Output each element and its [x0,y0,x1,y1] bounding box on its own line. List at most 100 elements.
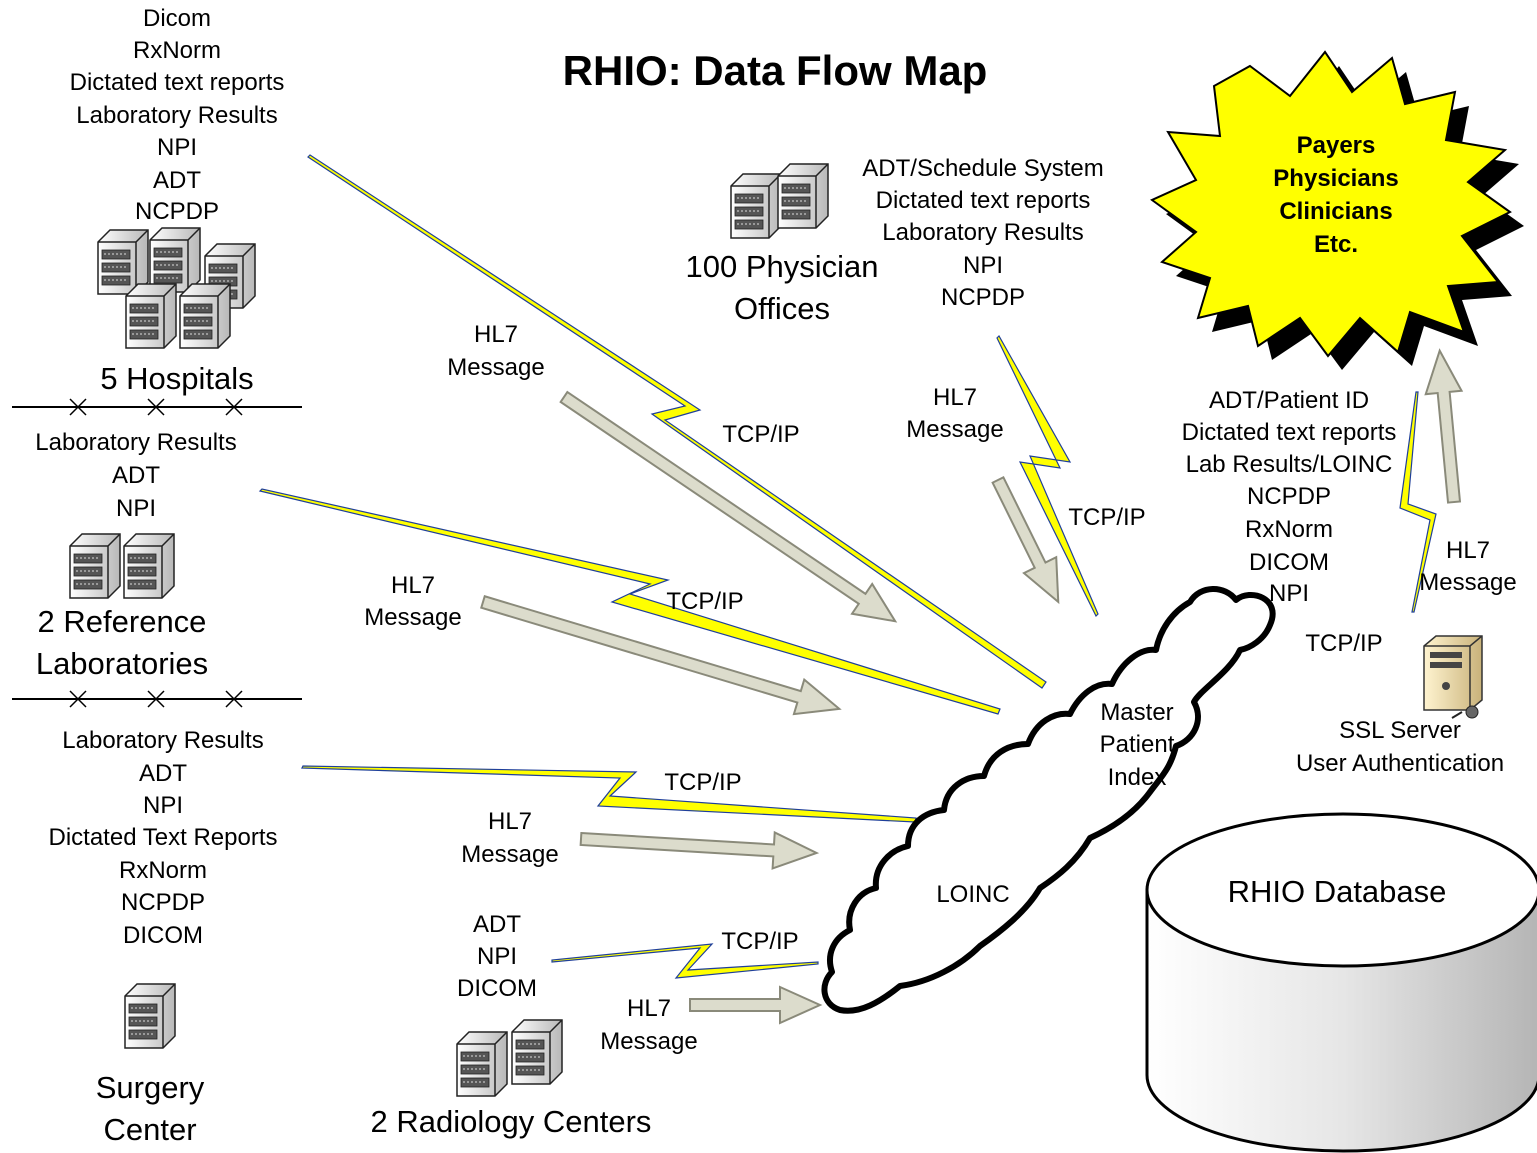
surgery-tcpip-link [301,765,917,823]
surgery-center-data-types: Laboratory Results ADT NPI Dictated Text… [49,727,278,949]
outbound-data-types: ADT/Patient ID Dictated text reports Lab… [1182,387,1397,607]
tcpip-links [258,154,1437,979]
radiology-hl7-arrow [689,985,823,1025]
hospitals-data-type: NPI [157,134,197,161]
hospitals-data-types: Dicom RxNorm Dictated text reports Labor… [70,5,285,225]
reference-labs-hl7-label: HL7 [391,572,435,599]
physician-offices-label-line1: 100 Physician [685,249,878,284]
reference-labs-tcpip-link [258,488,1001,715]
physician-offices-data-type: ADT/Schedule System [862,155,1103,182]
outbound-data-type: RxNorm [1245,516,1333,543]
reference-labs-tcpip-label: TCP/IP [666,588,743,615]
physician-offices-data-types: ADT/Schedule System Dictated text report… [862,155,1103,311]
stakeholder-item: Clinicians [1279,198,1392,225]
radiology-hl7-label: Message [600,1028,697,1055]
hub-standard-label: LOINC [936,881,1009,908]
radiology-hl7-label: HL7 [627,995,671,1022]
radiology-data-type: NPI [477,943,517,970]
database-label: RHIO Database [1228,874,1447,909]
outbound-data-type: NPI [1269,580,1309,607]
hub-label: Index [1108,764,1167,791]
surgery-center-building-icon [124,983,176,1049]
hospitals-data-type: Dicom [143,5,211,32]
surgery-center-label-line1: Surgery [96,1070,205,1105]
surgery-center-data-type: ADT [139,760,187,787]
hospitals-label: 5 Hospitals [100,361,253,396]
surgery-hl7-label: Message [461,841,558,868]
surgery-center-data-type: NPI [143,792,183,819]
hospitals-data-type: Laboratory Results [76,102,277,129]
surgery-tcpip-label: TCP/IP [664,769,741,796]
physician-offices-data-type: NCPDP [941,284,1025,311]
physician-offices-hl7-label: Message [906,416,1003,443]
outbound-data-type: Dictated text reports [1182,419,1397,446]
radiology-tcpip-link [551,943,819,979]
surgery-center-label-line2: Center [103,1112,196,1147]
hospitals-data-type: Dictated text reports [70,69,285,96]
radiology-data-type: ADT [473,911,521,938]
section-divider-bottom [12,690,302,708]
reference-labs-building-icon [69,533,175,599]
surgery-center-data-type: DICOM [123,922,203,949]
physician-offices-data-type: Laboratory Results [882,219,1083,246]
outbound-hl7-label: HL7 [1446,537,1490,564]
outbound-hl7-label: Message [1419,569,1516,596]
surgery-center-data-type: NCPDP [121,889,205,916]
physician-offices-tcpip-link [996,335,1099,618]
reference-labs-label-line2: Laboratories [36,646,208,681]
reference-labs-data-type: Laboratory Results [35,429,236,456]
hospitals-tcpip-link [307,154,1047,689]
hl7-arrows [480,348,1464,1025]
radiology-data-type: DICOM [457,975,537,1002]
surgery-hl7-arrow [579,830,820,870]
hospitals-hl7-label: HL7 [474,321,518,348]
radiology-label: 2 Radiology Centers [371,1104,652,1139]
reference-labs-label-line1: 2 Reference [38,604,207,639]
stakeholder-item: Etc. [1314,231,1358,258]
reference-labs-hl7-label: Message [364,604,461,631]
physician-offices-data-type: NPI [963,252,1003,279]
hub-label: Patient [1100,731,1175,758]
reference-labs-hl7-arrow [480,595,842,716]
reference-labs-data-type: ADT [112,462,160,489]
outbound-data-type: Lab Results/LOINC [1186,451,1393,478]
outbound-data-type: DICOM [1249,549,1329,576]
reference-labs-data-types: Laboratory Results ADT NPI [35,429,236,522]
connection-labels: HL7 Message TCP/IP HL7 Message TCP/IP TC… [364,321,1516,1055]
physician-offices-label-line2: Offices [734,291,830,326]
physician-offices-tcpip-label: TCP/IP [1068,504,1145,531]
outbound-tcpip-link [1399,391,1437,613]
surgery-center-data-type: Dictated Text Reports [49,824,278,851]
reference-labs-data-type: NPI [116,495,156,522]
physician-offices-data-type: Dictated text reports [876,187,1091,214]
stakeholder-item: Physicians [1273,165,1398,192]
radiology-building-icon [456,1019,563,1097]
ssl-server-icon [1423,635,1483,719]
hospitals-data-type: ADT [153,167,201,194]
physician-offices-hl7-label: HL7 [933,384,977,411]
hospitals-data-type: RxNorm [133,37,221,64]
master-patient-index-cloud: Master Patient Index LOINC [821,586,1276,1014]
outbound-hl7-arrow [1424,348,1464,504]
rhio-database-cylinder: RHIO Database [1145,812,1537,1153]
section-divider-top [12,398,302,416]
outbound-tcpip-label: TCP/IP [1305,630,1382,657]
surgery-hl7-label: HL7 [488,808,532,835]
radiology-data-types: ADT NPI DICOM [457,911,537,1002]
outbound-data-type: ADT/Patient ID [1209,387,1369,414]
stakeholders-burst: Payers Physicians Clinicians Etc. [1150,50,1524,370]
stakeholder-item: Payers [1297,132,1376,159]
hospitals-data-type: NCPDP [135,198,219,225]
surgery-center-data-type: RxNorm [119,857,207,884]
physician-offices-hl7-arrow [991,476,1060,605]
hospitals-hl7-label: Message [447,354,544,381]
ssl-server-label: User Authentication [1296,750,1504,777]
hospitals-building-icon [97,227,256,349]
hub-label: Master [1100,699,1173,726]
page-title: RHIO: Data Flow Map [563,47,988,94]
surgery-center-data-type: Laboratory Results [62,727,263,754]
physician-offices-building-icon [730,163,829,239]
outbound-data-type: NCPDP [1247,483,1331,510]
ssl-server-label: SSL Server [1339,717,1461,744]
